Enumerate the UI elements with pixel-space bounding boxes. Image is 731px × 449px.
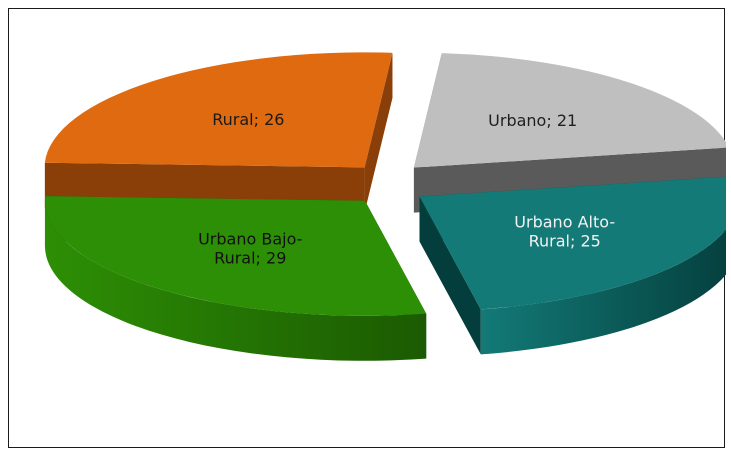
pie-slice-2: Urbano Alto-Rural; 25 [419,176,726,355]
pie-slice-4-label: Rural; 26 [212,110,284,129]
pie-slice-4-side-end [364,52,393,213]
pie-slice-2-top [419,176,726,310]
pie-slice-2-wall [480,229,726,355]
pie-slice-2-label-line-1: Urbano Alto- [514,213,615,232]
pie-slice-3: Urbano Bajo-Rural; 29 [44,196,427,361]
pie-slice-4-label-line-1: Rural; 26 [212,110,284,129]
pie-slice-3-label: Urbano Bajo-Rural; 29 [198,229,302,267]
pie-slice-1-label: Urbano; 21 [488,111,577,130]
pie-slice-3-wall [44,200,427,361]
pie-slice-4-top [44,52,393,168]
pie-slice-1-label-line-1: Urbano; 21 [488,111,577,130]
pie-slice-1-top [413,53,726,168]
pie-slice-3-top [44,196,427,316]
pie-slice-2-side-end [419,196,481,355]
pie-slice-3-label-line-1: Urbano Bajo- [198,229,302,248]
pie-chart: Rural; 26 Urbano; 21 Urbano Alto-Rural; 25… [44,52,726,361]
chart-frame: Rural; 26 Urbano; 21 Urbano Alto-Rural; 25… [8,8,726,448]
pie-slice-2-label-line-2: Rural; 25 [529,232,601,251]
pie-slice-2-label: Urbano Alto-Rural; 25 [514,213,615,251]
pie-slice-3-label-line-2: Rural; 29 [214,248,286,267]
pie-slice-4: Rural; 26 [44,52,393,213]
